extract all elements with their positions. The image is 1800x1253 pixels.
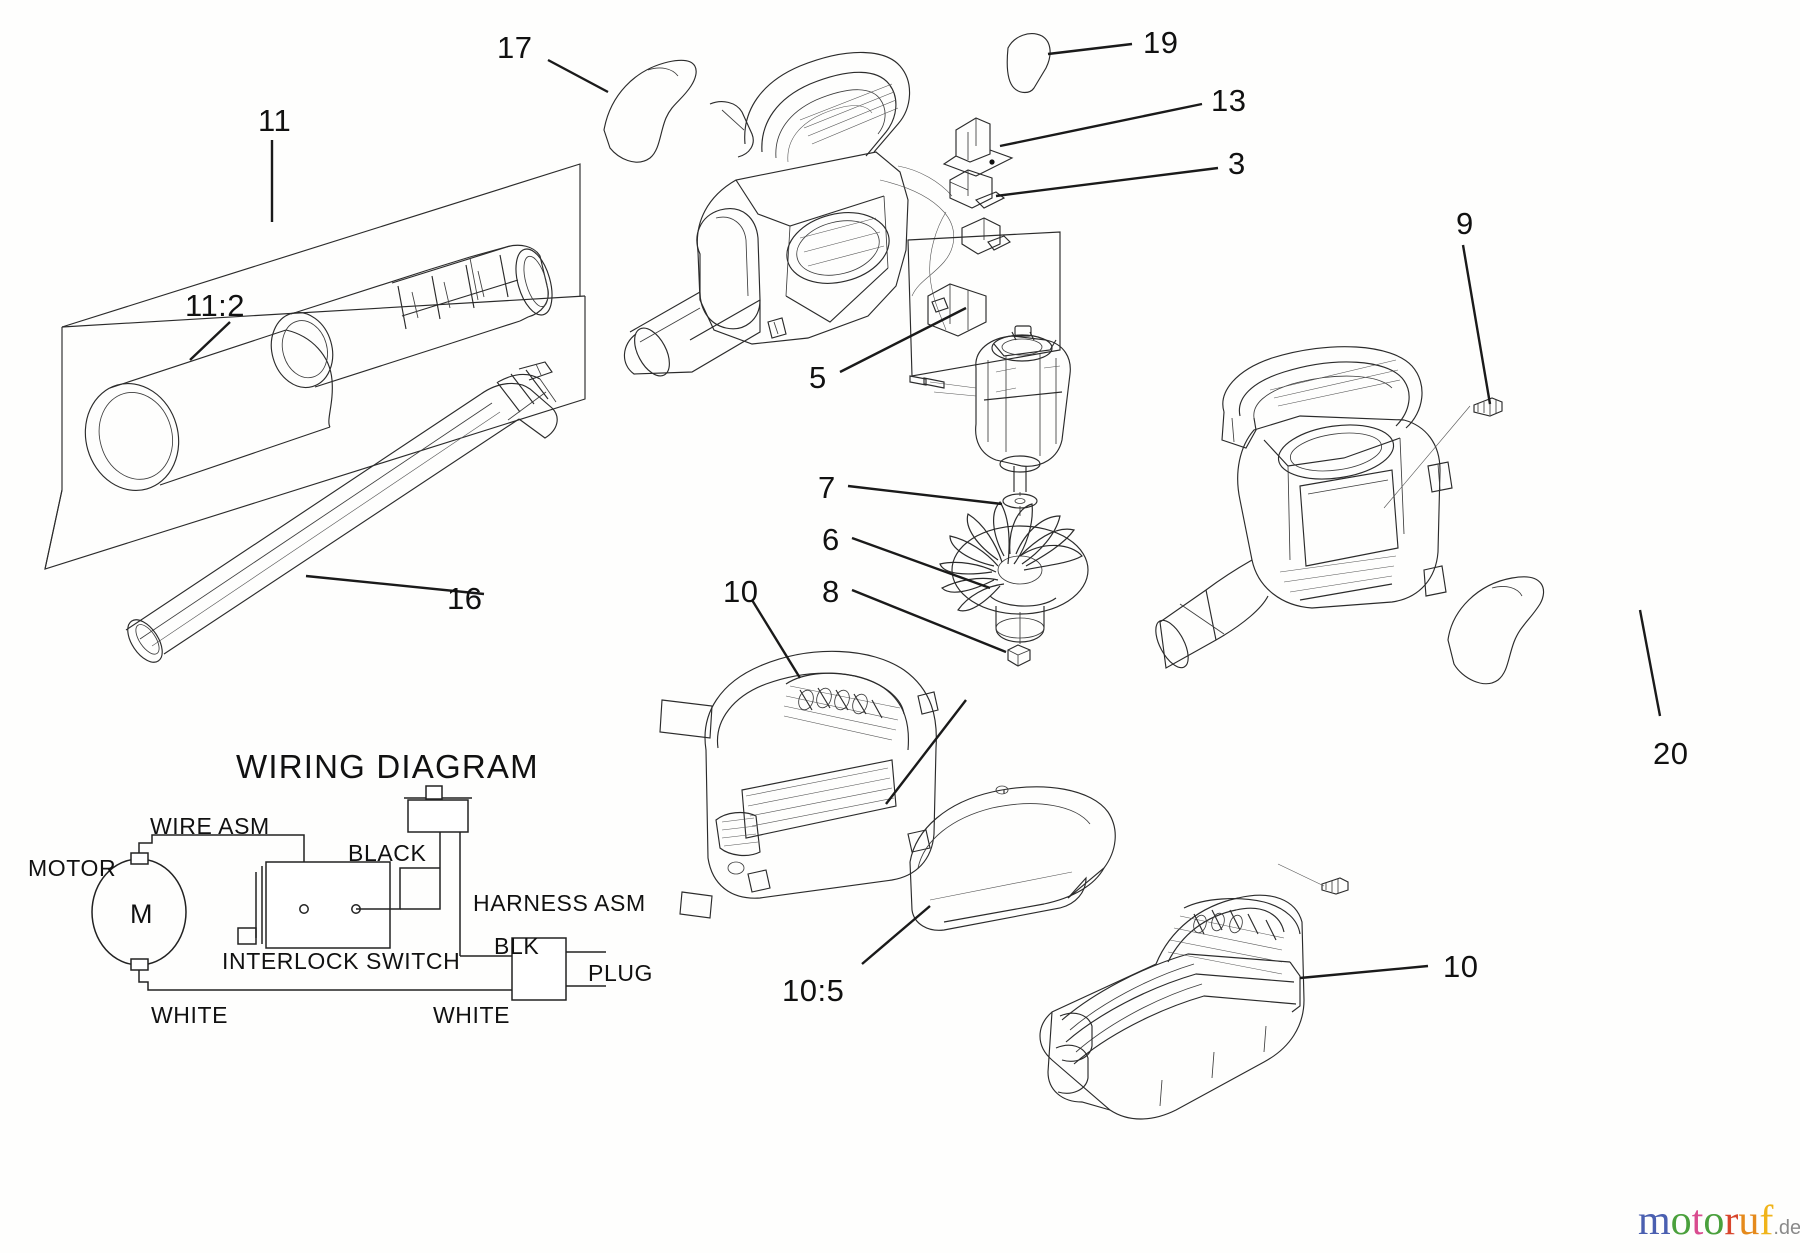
leader-lines	[189, 42, 1662, 980]
callout-3: 3	[1228, 146, 1246, 181]
wiring-label-wire-asm: WIRE ASM	[150, 813, 270, 839]
part-11-2-tube	[84, 329, 333, 492]
part-13-bracket	[942, 117, 1014, 177]
watermark-letter-o2: o	[1703, 1198, 1725, 1244]
assembled-blower-unit	[1155, 346, 1471, 669]
watermark-letter-f: f	[1759, 1198, 1774, 1244]
callout-13: 13	[1211, 83, 1247, 118]
part-5-motor	[909, 325, 1071, 492]
wiring-label-harness-asm: HARNESS ASM	[473, 890, 646, 916]
motor-symbol-label: M	[130, 899, 154, 929]
part-10-front-nozzle	[1039, 863, 1349, 1120]
part-5-connector-block	[907, 231, 1061, 377]
callout-11: 11	[258, 103, 292, 138]
part-3-switch	[929, 169, 1011, 331]
callout-10-upper: 10	[723, 574, 759, 609]
part-5-main-housing	[623, 51, 955, 377]
watermark-letter-t: t	[1691, 1198, 1704, 1244]
part-10-5-cover	[909, 785, 1116, 931]
part-9-screw	[1473, 397, 1503, 417]
part-11-nozzle-tube	[270, 244, 553, 389]
callout-10-lower: 10	[1443, 949, 1479, 984]
group-11-bracket	[44, 163, 586, 570]
wiring-label-plug: PLUG	[588, 960, 654, 986]
wiring-label-motor: MOTOR	[28, 855, 117, 881]
wiring-diagram-title: WIRING DIAGRAM	[236, 748, 539, 785]
part-7-washer	[1002, 492, 1038, 516]
callout-5: 5	[809, 360, 827, 395]
wiring-label-black: BLACK	[348, 840, 427, 866]
part-8-nut	[1007, 644, 1031, 667]
callout-20: 20	[1653, 736, 1689, 771]
wiring-label-white-right: WHITE	[433, 1002, 511, 1028]
callout-10-5: 10:5	[782, 973, 845, 1008]
part-17-cover-flap	[603, 59, 697, 163]
watermark-letter-o1: o	[1670, 1198, 1692, 1244]
callout-11-2: 11:2	[185, 288, 246, 323]
callout-19: 19	[1143, 25, 1179, 60]
callout-16: 16	[447, 581, 483, 616]
part-16-blower-tube	[125, 361, 558, 663]
motoruf-watermark: motoruf.de	[1638, 1200, 1800, 1242]
callout-9: 9	[1456, 206, 1474, 241]
watermark-suffix: .de	[1773, 1217, 1800, 1239]
part-20-cover-flap	[1447, 576, 1544, 685]
callout-6: 6	[822, 522, 840, 557]
wiring-label-blk: BLK	[494, 933, 540, 959]
watermark-letter-r: r	[1724, 1198, 1739, 1244]
callout-7: 7	[818, 470, 836, 505]
callout-17: 17	[497, 30, 533, 65]
callout-8: 8	[822, 574, 840, 609]
part-19-pad	[1006, 33, 1051, 94]
watermark-letter-m: m	[1638, 1198, 1671, 1244]
part-6-impeller-fan	[939, 501, 1089, 644]
wiring-label-interlock-switch: INTERLOCK SWITCH	[222, 948, 461, 974]
part-10-housing-shell	[659, 650, 939, 919]
watermark-letter-u: u	[1738, 1198, 1760, 1244]
wiring-label-white-left: WHITE	[151, 1002, 229, 1028]
